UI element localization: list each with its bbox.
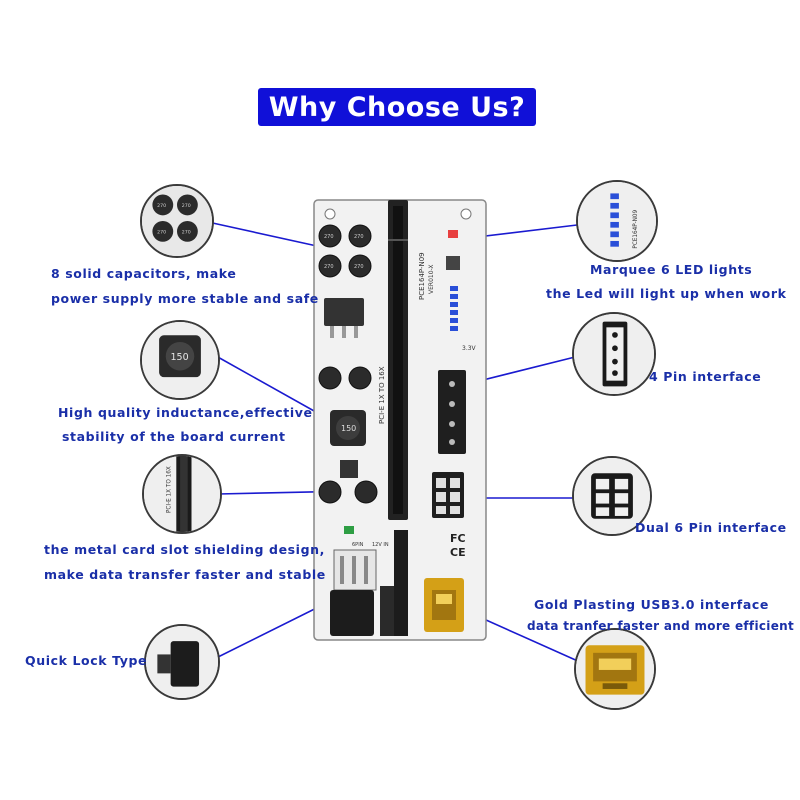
cap-label: 270 xyxy=(324,264,334,270)
label-inductance-1: High quality inductance,effective xyxy=(58,405,313,420)
inductor-marking: 150 xyxy=(171,352,189,363)
label-usb-1: Gold Plasting USB3.0 interface xyxy=(534,597,769,612)
ce-mark: CE xyxy=(450,546,466,559)
label-capacitors-2: power supply more stable and safe xyxy=(51,291,319,306)
label-led-1: Marquee 6 LED lights xyxy=(590,262,753,277)
model-label: PCE164P-N09 xyxy=(418,252,426,300)
zoom-sixpin xyxy=(572,456,652,536)
power-led xyxy=(448,230,458,238)
voltage-regulator xyxy=(324,298,364,326)
model-label: PCE164P-N09 xyxy=(633,210,639,249)
led-array xyxy=(450,286,458,331)
label-slot-2: make data transfer faster and stable xyxy=(44,567,326,582)
four-pin-connector xyxy=(438,370,466,454)
cap-label: 270 xyxy=(182,229,191,235)
zoom-quicklock xyxy=(144,624,220,700)
label-slot-1: the metal card slot shielding design, xyxy=(44,542,325,557)
fc-mark: FC xyxy=(450,532,466,545)
cap-label: 270 xyxy=(354,264,364,270)
silk-label: PCI-E 1X TO 16X xyxy=(378,366,386,424)
silk-label: PCI-E 1X TO 16X xyxy=(167,466,173,513)
cap-label: 270 xyxy=(324,234,334,240)
title-banner: Why Choose Us? xyxy=(258,88,536,126)
label-capacitors-1: 8 solid capacitors, make xyxy=(51,266,237,281)
riser-board: 270 270 270 270 150 PCI-E 1X TO 16X PCE1… xyxy=(313,199,487,641)
volt-label: 12V IN xyxy=(372,542,389,548)
page-title: Why Choose Us? xyxy=(268,91,526,123)
inductor-marking: 150 xyxy=(341,424,356,433)
zoom-capacitors: 270 270 270 270 xyxy=(140,184,214,258)
version-label: VER010-X xyxy=(428,265,435,295)
capacitors-upper xyxy=(318,224,372,278)
capacitors-middle xyxy=(318,366,372,390)
cap-label: 270 xyxy=(157,229,166,235)
zoom-fourpin xyxy=(572,312,656,396)
label-sixpin: Dual 6 Pin interface xyxy=(635,520,787,535)
capacitors-lower xyxy=(318,480,378,504)
quick-lock-connector xyxy=(330,590,374,636)
zoom-usb xyxy=(574,628,656,710)
zoom-leds: PCE164P-N09 xyxy=(576,180,658,262)
voltage-label: 3.3V xyxy=(462,345,477,352)
pin-label: 6PIN xyxy=(352,542,364,548)
cap-label: 270 xyxy=(354,234,364,240)
cap-label: 270 xyxy=(182,203,191,209)
label-led-2: the Led will light up when work xyxy=(546,286,787,301)
label-quicklock: Quick Lock Type xyxy=(25,653,148,668)
label-usb-2: data tranfer faster and more efficient xyxy=(527,619,795,633)
label-inductance-2: stability of the board current xyxy=(62,429,286,444)
cap-label: 270 xyxy=(157,203,166,209)
zoom-inductor: 150 xyxy=(140,320,220,400)
zoom-slot: PCI-E 1X TO 16X xyxy=(142,454,222,534)
label-fourpin: 4 Pin interface xyxy=(649,369,762,384)
